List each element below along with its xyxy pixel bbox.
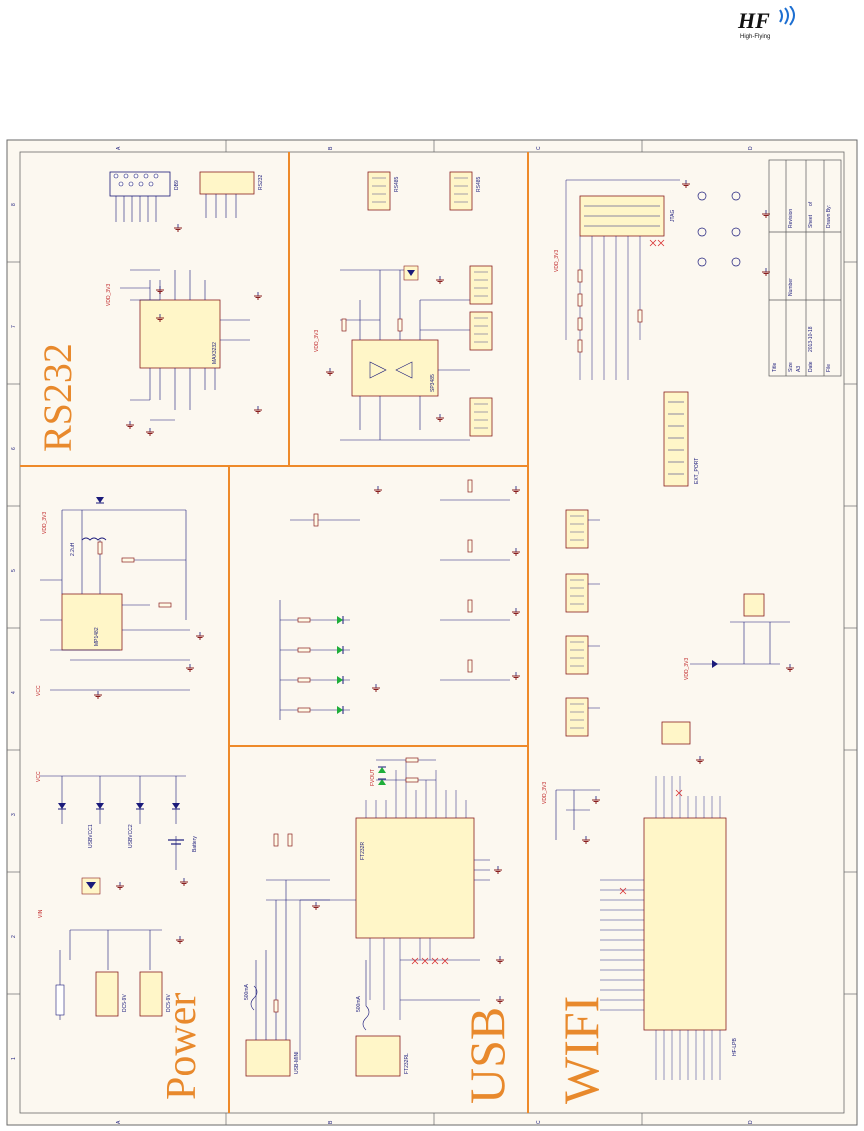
net-usbvcc1: USBVCC1 <box>88 824 94 848</box>
title-block-number-label: Number <box>788 278 794 296</box>
zone-number-1: 1 <box>11 1057 17 1060</box>
label-ext-port: EXT_PORT <box>694 457 700 484</box>
label-dc5-9v: DC5-9V <box>122 994 128 1012</box>
net-usbvcc2: USBVCC2 <box>128 824 134 848</box>
zone-number-4: 4 <box>11 691 17 694</box>
zone-letter-b-bottom: B <box>328 1120 334 1124</box>
net-vdd-power: VDD_3V3 <box>42 511 48 534</box>
label-rs485-header: RS485 <box>394 176 400 192</box>
label-rs232-header: RS232 <box>258 174 264 190</box>
net-vcc: VCC <box>36 685 42 696</box>
net-vdd-rs485: VDD_3V3 <box>314 329 320 352</box>
title-block-drawn-label: Drawn By: <box>826 204 832 228</box>
zone-number-3: 3 <box>11 813 17 816</box>
title-block-sheet-label: Sheet <box>808 214 814 228</box>
section-title-usb: USB <box>459 1006 515 1104</box>
label-max3232: MAX3232 <box>212 342 218 364</box>
label-fuse-2: 500mA <box>356 996 362 1012</box>
label-ft232rl: FT232RL <box>404 1053 410 1074</box>
label-hf-lpb: HF-LPB <box>732 1038 738 1056</box>
title-block-of-label: of <box>808 201 814 206</box>
net-vdd-uart: VDD_3V3 <box>684 657 690 680</box>
label-usb-mini-j2: USB-MINI <box>294 1051 300 1075</box>
title-block-date-label: Date <box>808 361 814 372</box>
zone-number-6: 6 <box>11 447 17 450</box>
net-vcc-diodes: VCC <box>36 771 42 782</box>
zone-letter-c-bottom: C <box>536 1120 542 1124</box>
section-title-wifi: WIFI <box>553 995 609 1104</box>
logo-text: HF <box>738 8 770 33</box>
label-fuse-1: 500mA <box>244 984 250 1000</box>
label-dc5-9v-2: DC5-9V <box>166 994 172 1012</box>
title-block-revision-label: Revision <box>788 208 794 228</box>
high-flying-logo: HF High-Flying <box>738 6 818 48</box>
label-inductor: 2.2uH <box>70 542 76 556</box>
label-mp1482: MP1482 <box>94 627 100 646</box>
label-db9: DB9 <box>174 180 180 190</box>
section-title-rs232: RS232 <box>35 343 80 452</box>
net-vdd-rs232: VDD_3V3 <box>106 283 112 306</box>
zone-number-7: 7 <box>11 325 17 328</box>
net-vin: VIN <box>38 909 44 918</box>
title-block-size-label: Size <box>788 362 794 372</box>
title-block-file-label: File <box>826 363 832 372</box>
zone-letter-d-top: D <box>748 146 754 150</box>
zone-number-2: 2 <box>11 935 17 938</box>
title-block-date: 2013-10-18 <box>808 326 814 352</box>
net-fvout: FVOUT <box>370 769 376 786</box>
label-sp3485: SP3485 <box>430 374 436 392</box>
title-block-title: Title <box>772 362 778 372</box>
zone-number-5: 5 <box>11 569 17 572</box>
zone-letter-a-top: A <box>116 146 122 150</box>
logo-tagline: High-Flying <box>740 34 771 40</box>
net-vdd-wifi: VDD_3V3 <box>542 781 548 804</box>
zone-letter-c-top: C <box>536 146 542 150</box>
label-ft232r: FT232R <box>360 841 366 860</box>
net-vdd-jtag: VDD_3V3 <box>554 249 560 272</box>
label-jtag: JTAG <box>670 209 676 222</box>
zone-number-8: 8 <box>11 203 17 206</box>
title-block-size: A3 <box>796 365 802 372</box>
wifi-signal-icon <box>779 6 795 26</box>
zone-letter-b-top: B <box>328 146 334 150</box>
label-rs485-header-2: RS485 <box>476 176 482 192</box>
label-battery: Battery <box>192 836 198 852</box>
zone-letter-d-bottom: D <box>748 1120 754 1124</box>
zone-letter-a-bottom: A <box>116 1120 122 1124</box>
